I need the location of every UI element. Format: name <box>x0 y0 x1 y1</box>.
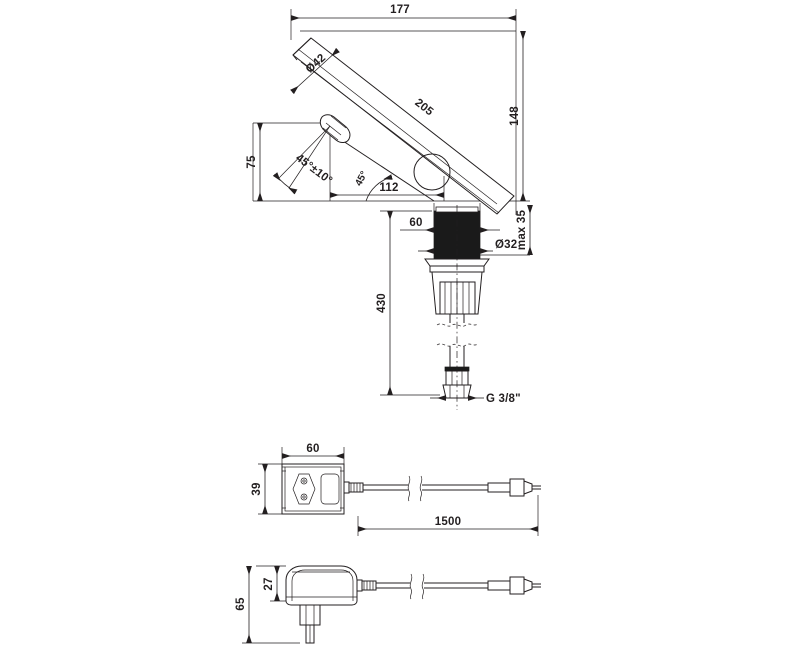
dimension-adapter-65: 65 <box>235 566 252 643</box>
dimension-adapter-65-label: 65 <box>235 597 247 611</box>
dimension-430: 430 <box>376 211 393 395</box>
dimension-148: 148 <box>509 31 526 201</box>
view-faucet: 177 148 205 Ø42 112 75 <box>246 4 533 410</box>
dimension-max-35: max 35 <box>516 205 533 255</box>
dimension-60-label: 60 <box>409 217 422 229</box>
faucet-spout-body <box>293 38 514 214</box>
dimension-75: 75 <box>246 123 263 201</box>
view-power-supply-boxed: 60 39 1500 <box>251 443 541 536</box>
label-thread-g38: G 3/8" <box>430 393 521 405</box>
adapter-plug-pins <box>300 605 320 643</box>
psu-cable <box>344 475 541 502</box>
sensor-window <box>414 154 450 190</box>
dimension-430-label: 430 <box>376 293 388 313</box>
faucet-body-lower-edge <box>337 137 434 201</box>
label-thread-g38-text: G 3/8" <box>486 393 521 405</box>
psu-body <box>282 464 344 514</box>
dimension-diameter-32: Ø32 <box>418 239 517 254</box>
angle-45-label: 45° <box>353 170 370 189</box>
dimension-adapter-27: 27 <box>263 566 280 601</box>
dimension-177-label: 177 <box>390 4 410 16</box>
dimension-psu-1500-label: 1500 <box>435 516 461 528</box>
dimension-148-label: 148 <box>509 106 521 126</box>
dimension-205-label: 205 <box>412 97 435 119</box>
dimension-psu-60-label: 60 <box>306 443 319 455</box>
dimension-psu-39: 39 <box>251 464 268 514</box>
view-power-supply-plug: 27 65 <box>235 566 541 643</box>
dimension-205: 205 <box>412 97 435 119</box>
dimension-adapter-27-label: 27 <box>263 577 275 590</box>
dimension-psu-39-label: 39 <box>251 482 263 495</box>
dimension-112: 112 <box>330 176 445 201</box>
dimension-75-label: 75 <box>246 155 258 169</box>
angle-45-10-label: 45°±10° <box>293 152 334 187</box>
dimension-max-35-label: max 35 <box>516 210 528 251</box>
faucet-flange <box>425 259 489 272</box>
dimension-psu-1500: 1500 <box>358 516 538 532</box>
aerator-outlet <box>320 115 350 143</box>
adapter-cable <box>357 573 541 600</box>
dimension-112-label: 112 <box>379 182 398 194</box>
adapter-body <box>286 566 357 605</box>
faucet-supply-hose <box>436 314 479 367</box>
angle-aerator-45-10: 45°±10° <box>272 125 335 195</box>
dimension-60-base: 60 <box>400 203 500 233</box>
dimension-177: 177 <box>291 4 516 21</box>
dimension-psu-60: 60 <box>282 443 344 459</box>
dimension-diameter-32-label: Ø32 <box>495 239 517 251</box>
